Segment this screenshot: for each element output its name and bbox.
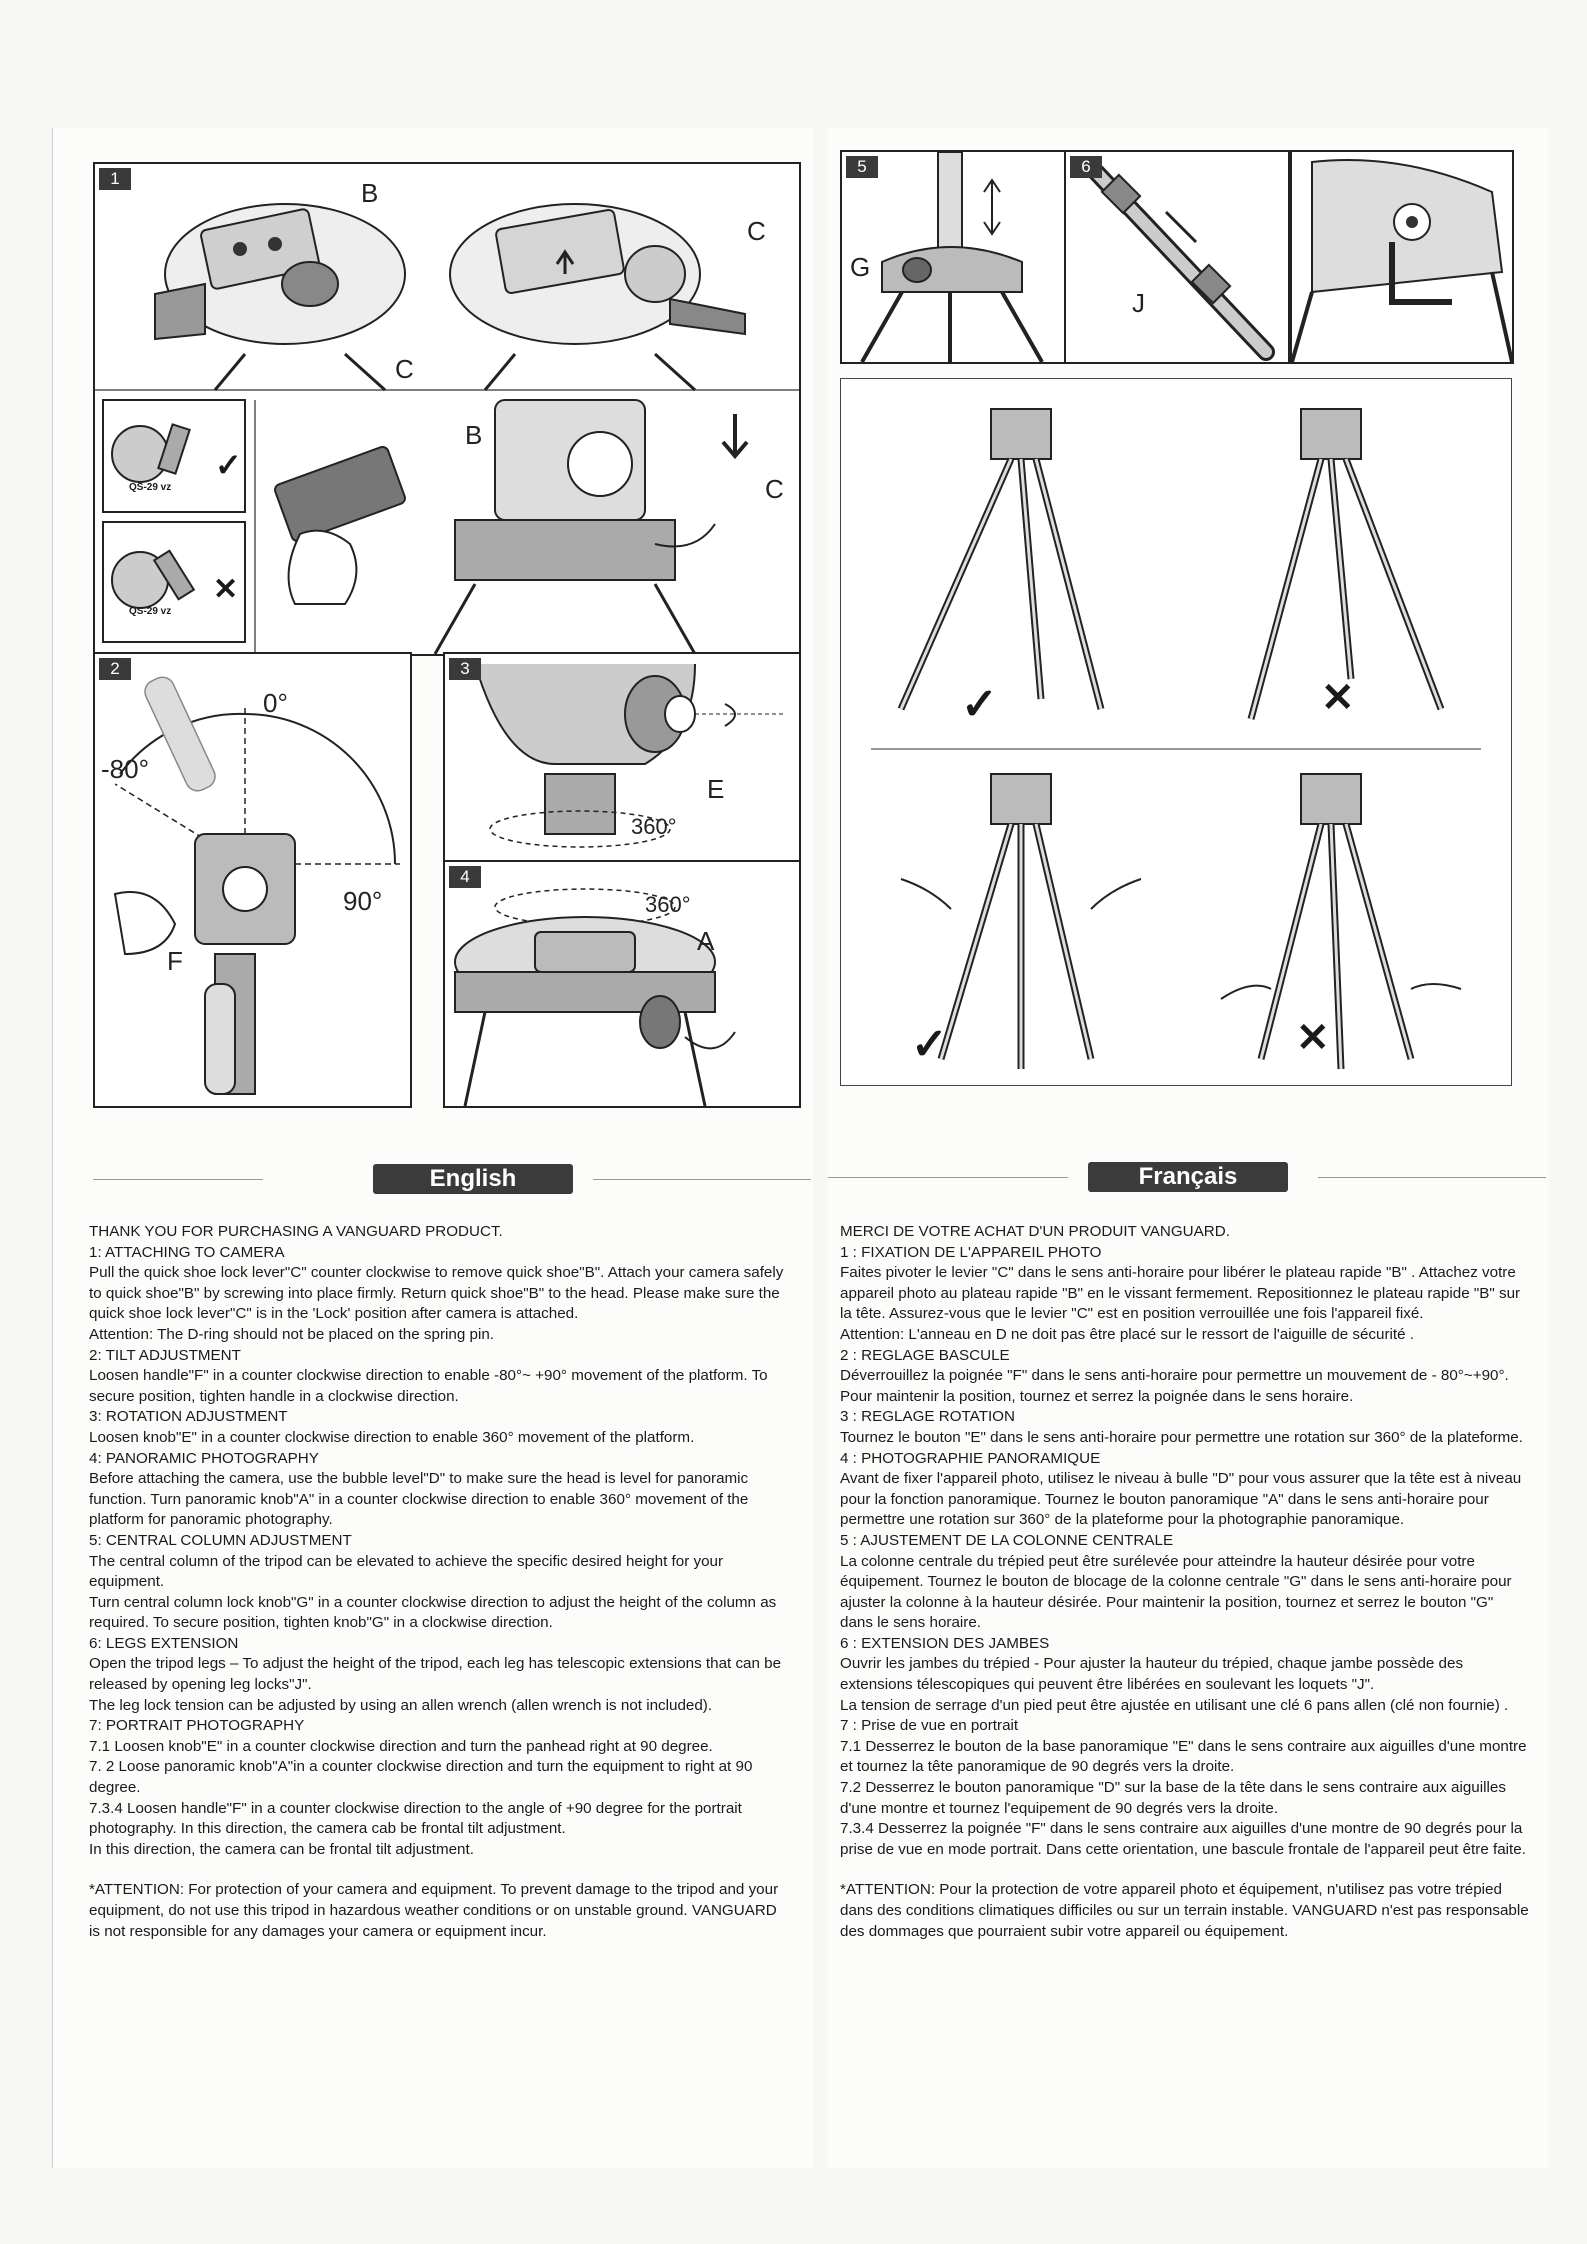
section-body: 7.1 Loosen knob"E" in a counter clockwis… [89,1737,713,1755]
label-minus-80: -80° [101,754,149,784]
section-title: 4 : PHOTOGRAPHIE PANORAMIQUE [840,1449,1101,1467]
figure-number: 5 [846,156,878,178]
section-title: 6: LEGS EXTENSION [89,1634,239,1652]
label-c-left: C [395,354,414,384]
figure-4-panoramic: 4 360° A [443,860,801,1108]
section-body: Loosen knob"E" in a counter clockwise di… [89,1428,695,1446]
label-b-lower: B [465,420,483,450]
english-title: English [373,1164,573,1194]
section-note: La tension de serrage d'un pied peut êtr… [840,1696,1509,1714]
section-body: The central column of the tripod can be … [89,1552,724,1591]
label-c: C [747,216,766,246]
wrench-illustration [1292,159,1512,362]
attention-note: *ATTENTION: For protection of your camer… [89,1881,779,1940]
section-title: 1: ATTACHING TO CAMERA [89,1243,285,1261]
figure-6-illustration [1087,163,1275,361]
tripod-illustration [871,408,1481,1070]
label-360: 360° [631,814,677,839]
figure-1-attaching-camera: 1 B C C B C QS-29 vz QS-29 vz ✓ ✕ [93,162,801,656]
section-title: 6 : EXTENSION DES JAMBES [840,1634,1050,1652]
figure-5-illustration [860,152,1044,362]
figure-tripod-legs: ✓ ✕ ✓ ✕ [840,378,1512,1086]
label-g: G [850,252,871,282]
section-note: Attention: The D-ring should not be plac… [89,1325,494,1343]
label-90: 90° [343,886,383,916]
french-text: MERCI DE VOTRE ACHAT D'UN PRODUIT VANGUA… [840,1222,1530,1942]
section-note: 7.3.4 Loosen handle"F" in a counter cloc… [89,1799,742,1838]
section-title: 2: TILT ADJUSTMENT [89,1346,241,1364]
english-text: THANK YOU FOR PURCHASING A VANGUARD PROD… [89,1222,785,1942]
attention-note: *ATTENTION: Pour la protection de votre … [840,1881,1529,1940]
section-title: 5 : AJUSTEMENT DE LA COLONNE CENTRALE [840,1531,1174,1549]
english-section-header: English [93,1164,813,1194]
cross-mark: ✕ [1321,676,1355,720]
label-f: F [167,946,183,976]
french-section-header: Français [828,1162,1548,1192]
cross-mark: ✕ [1296,1016,1330,1060]
section-body: Ouvrir les jambes du trépied - Pour ajus… [840,1655,1464,1694]
figure-number: 3 [449,658,481,680]
section-title: 3 : REGLAGE ROTATION [840,1408,1015,1426]
label-zero-degree: 0° [263,688,288,718]
section-note: 7. 2 Loose panoramic knob"A"in a counter… [89,1758,753,1797]
label-a: A [697,926,715,956]
inset-model-wrong: QS-29 vz [129,606,172,617]
check-mark: ✓ [215,447,242,483]
french-title: Français [1088,1162,1288,1192]
section-title: 4: PANORAMIC PHOTOGRAPHY [89,1449,319,1467]
intro: MERCI DE VOTRE ACHAT D'UN PRODUIT VANGUA… [840,1223,1230,1240]
section-title: 1 : FIXATION DE L'APPAREIL PHOTO [840,1243,1102,1261]
section-note: Turn central column lock knob"G" in a co… [89,1593,777,1632]
section-title: 7 : Prise de vue en portrait [840,1717,1019,1735]
section-body: Avant de fixer l'appareil photo, utilise… [840,1470,1522,1529]
section-body: Open the tripod legs – To adjust the hei… [89,1655,782,1694]
section-body: Tournez le bouton "E" dans le sens anti-… [840,1428,1523,1446]
section-title: 5: CENTRAL COLUMN ADJUSTMENT [89,1531,352,1549]
figure-6-leg-locks: 6 J [1064,150,1290,364]
figure-2-illustration [113,676,400,1095]
figure-number: 1 [99,168,131,190]
section-title: 3: ROTATION ADJUSTMENT [89,1408,288,1426]
section-body: Faites pivoter le levier "C" dans le sen… [840,1264,1521,1323]
figure-2-tilt: 2 0° -80° 90° F [93,652,412,1108]
figure-3-illustration [474,663,785,848]
section-body: Before attaching the camera, use the bub… [89,1470,749,1529]
english-page: 1 B C C B C QS-29 vz QS-29 vz ✓ ✕ 2 0° -… [52,128,813,2168]
section-note: In this direction, the camera can be fro… [89,1840,474,1858]
section-note: Attention: L'anneau en D ne doit pas êtr… [840,1325,1414,1343]
french-page: 5 G 6 J [828,128,1548,2168]
figure-number: 4 [449,866,481,888]
intro: THANK YOU FOR PURCHASING A VANGUARD PROD… [89,1223,503,1240]
section-body: Pull the quick shoe lock lever"C" counte… [89,1264,784,1323]
section-note: 7.3.4 Desserrez la poignée "F" dans le s… [840,1820,1526,1858]
cross-mark: ✕ [213,573,239,606]
section-note: 7.2 Desserrez le bouton panoramique "D" … [840,1779,1506,1817]
check-mark: ✓ [911,1020,948,1069]
figure-3-rotation: 3 E 360° [443,652,801,864]
figure-number: 6 [1070,156,1102,178]
label-c-lower: C [765,474,784,504]
figure-6-wrench-detail [1290,150,1514,364]
figure-4-illustration [454,888,736,1106]
section-title: 7: PORTRAIT PHOTOGRAPHY [89,1717,305,1735]
section-note: The leg lock tension can be adjusted by … [89,1696,713,1714]
inset-model-ok: QS-29 vz [129,482,172,493]
label-360: 360° [645,892,691,917]
figure-5-column: 5 G [840,150,1066,364]
label-j: J [1132,288,1145,318]
label-e: E [707,774,725,804]
section-body: 7.1 Desserrez le bouton de la base panor… [840,1737,1527,1776]
figure-number: 2 [99,658,131,680]
section-body: Loosen handle"F" in a counter clockwise … [89,1367,768,1405]
label-b: B [361,178,379,208]
figure-1-illustration [95,203,799,654]
section-body: La colonne centrale du trépied peut être… [840,1552,1512,1632]
section-body: Déverrouillez la poignée "F" dans le sen… [840,1367,1509,1405]
check-mark: ✓ [961,680,998,729]
section-title: 2 : REGLAGE BASCULE [840,1346,1010,1364]
